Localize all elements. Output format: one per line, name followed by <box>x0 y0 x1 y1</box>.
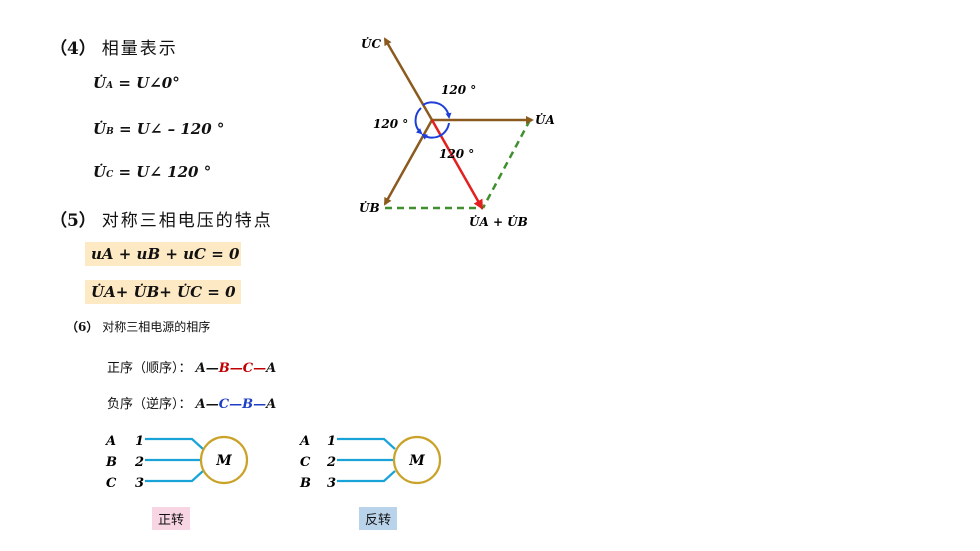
m1-wire-1 <box>145 437 204 450</box>
m2-row-1: A <box>298 434 310 449</box>
eq-ub-symbol: U̇B <box>93 120 114 138</box>
equation-ub: U̇B = U∠ – 120 ° <box>93 120 224 138</box>
eq-uc-u: U <box>93 163 107 181</box>
equation-uc: U̇C = U∠ 120 ° <box>93 163 211 181</box>
neg-seq-c: C— <box>218 397 243 412</box>
motor-diagram-forward: A B C 1 2 3 M <box>104 434 249 491</box>
eq-ub-rhs: = U∠ – 120 ° <box>118 120 225 138</box>
phasor-ub <box>383 119 434 206</box>
eq-ub-u: U <box>93 120 107 138</box>
section-5-heading: （5） 对称三相电压的特点 <box>50 206 273 231</box>
eq-ub-sub: B <box>106 127 114 137</box>
label-angle-bottom: 120 ° <box>439 147 474 161</box>
angle-arc-bottom <box>421 122 450 140</box>
section-4-title: 相量表示 <box>101 39 178 59</box>
eq-ua-sub: A <box>106 81 114 91</box>
eq-ua-rhs: = U∠0° <box>118 74 180 92</box>
label-uc: U̇C <box>361 36 381 51</box>
phasor-uc <box>383 37 434 121</box>
label-ua: U̇A <box>535 112 555 127</box>
positive-sequence: 正序（顺序）： A—B—C—A <box>107 357 276 376</box>
eq-uc-rhs: = U∠ 120 ° <box>118 163 212 181</box>
m1-row-3: C <box>106 476 117 491</box>
equation-ua: U̇A = U∠0° <box>93 74 180 92</box>
label-sum: U̇A + U̇B <box>469 214 528 229</box>
caption-forward: 正转 <box>152 507 191 530</box>
m1-row-2: B <box>105 455 117 470</box>
pos-seq-a1: A— <box>195 361 219 376</box>
eq-uc-sub: C <box>106 170 114 180</box>
dashed-line-right <box>481 119 532 209</box>
motor-diagram-reverse: A C B 1 2 3 M <box>298 434 442 491</box>
m2-pin-3: 3 <box>327 476 336 491</box>
pos-seq-b: B— <box>218 361 243 376</box>
label-angle-top: 120 ° <box>441 83 476 97</box>
m1-wire-3 <box>145 470 204 483</box>
neg-seq-a2: A <box>266 397 277 412</box>
m2-pin-1: 1 <box>327 434 336 449</box>
section-4-number: （4） <box>50 39 96 59</box>
m1-row-1: A <box>104 434 116 449</box>
section-6-title: 对称三相电源的相序 <box>102 320 211 334</box>
equation-sum-phasor: U̇A+ U̇B+ U̇C = 0 <box>85 280 241 304</box>
negative-sequence-label: 负序（逆序）： <box>107 397 192 412</box>
section-6-heading: （6） 对称三相电源的相序 <box>66 318 210 335</box>
label-ub: U̇B <box>359 200 380 215</box>
m1-motor-circle <box>199 435 249 485</box>
eq-ua-symbol: U̇A <box>93 74 113 92</box>
label-angle-left: 120 ° <box>373 117 408 131</box>
m2-motor-letter: M <box>408 453 425 469</box>
m2-wire-3 <box>337 470 396 483</box>
pos-seq-a2: A <box>266 361 277 376</box>
negative-sequence: 负序（逆序）： A—C—B—A <box>107 393 276 412</box>
section-5-number: （5） <box>50 211 96 231</box>
m2-motor-circle <box>392 435 442 485</box>
angle-arc-top <box>422 101 452 119</box>
m2-row-3: B <box>299 476 311 491</box>
positive-sequence-label: 正序（顺序）： <box>107 361 192 376</box>
caption-reverse: 反转 <box>359 507 398 530</box>
angle-arc-left <box>414 107 423 135</box>
phasor-diagram: U̇C U̇A U̇B U̇A + U̇B 120 ° 120 ° 120 ° <box>359 36 555 229</box>
m1-pin-1: 1 <box>135 434 144 449</box>
m1-motor-letter: M <box>215 453 232 469</box>
section-5-title: 对称三相电压的特点 <box>101 211 273 231</box>
eq-uc-symbol: U̇C <box>93 163 113 181</box>
phasor-sum <box>430 119 484 210</box>
m2-pin-2: 2 <box>326 455 336 470</box>
m1-pin-3: 3 <box>135 476 144 491</box>
m2-wire-1 <box>337 437 396 450</box>
section-4-heading: （4） 相量表示 <box>50 34 178 59</box>
section-6-number: （6） <box>66 320 99 334</box>
m2-row-2: C <box>300 455 311 470</box>
neg-seq-b: B— <box>242 397 267 412</box>
pos-seq-c: C— <box>242 361 267 376</box>
equation-sum-instant: uA + uB + uC = 0 <box>85 242 241 266</box>
m1-pin-2: 2 <box>134 455 144 470</box>
eq-ua-u: U <box>93 74 107 92</box>
neg-seq-a1: A— <box>195 397 219 412</box>
